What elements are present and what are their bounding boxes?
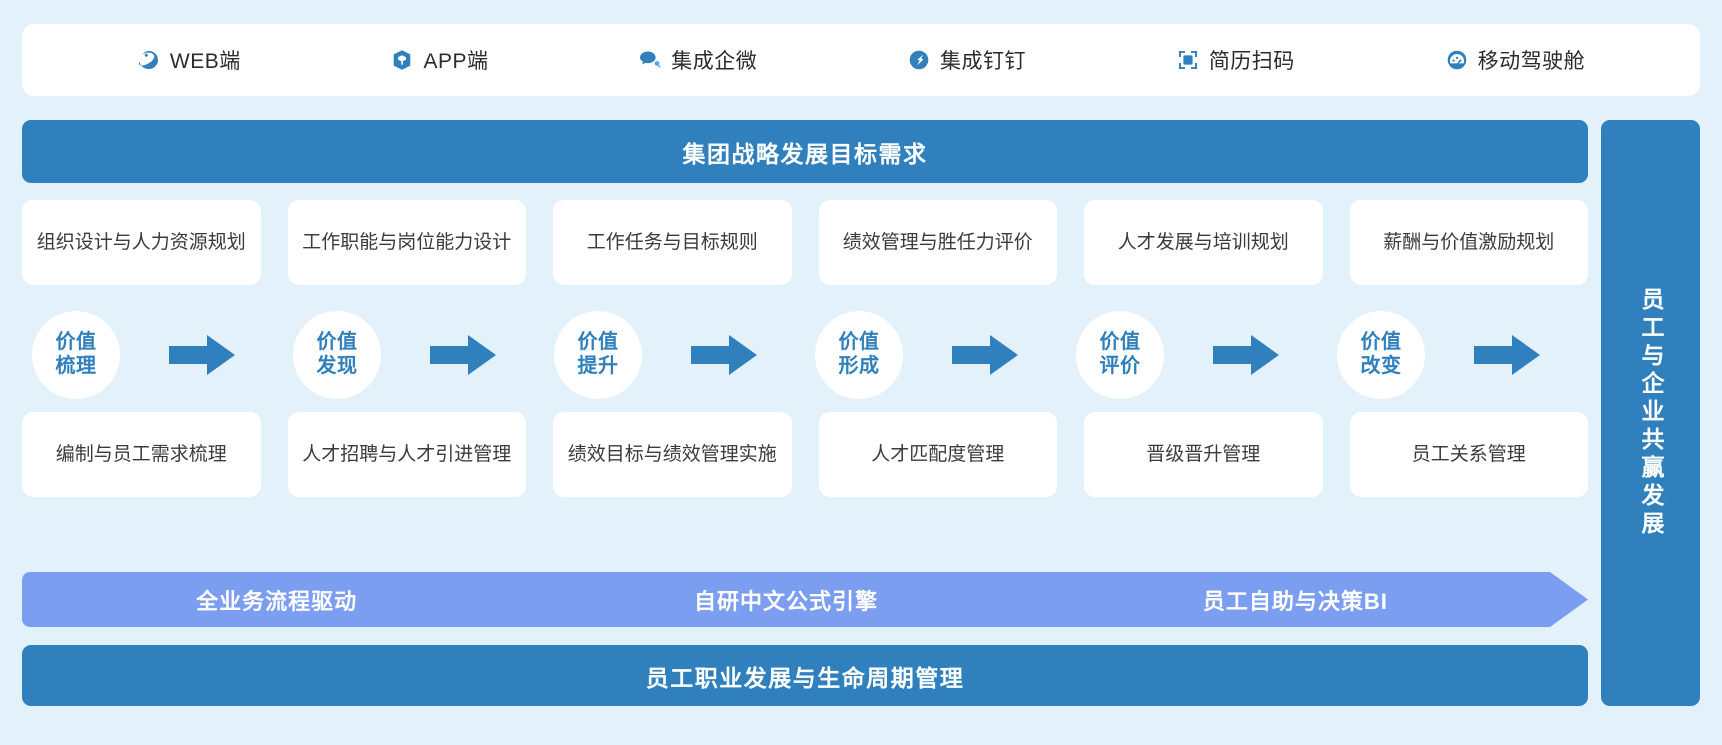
top-card[interactable]: 薪酬与价值激励规划: [1349, 200, 1588, 285]
channel-item-wecom[interactable]: 集成企微: [638, 45, 757, 75]
bottom-card[interactable]: 人才匹配度管理: [818, 412, 1057, 497]
bottom-card[interactable]: 绩效目标与绩效管理实施: [553, 412, 792, 497]
bottom-card-label: 晋级晋升管理: [1146, 443, 1261, 465]
top-card-label: 人才发展与培训规划: [1117, 231, 1289, 253]
channel-label: WEB端: [169, 50, 241, 73]
dashboard-gauge-icon: [1445, 48, 1469, 72]
channel-item-web[interactable]: WEB端: [137, 45, 241, 75]
flow-arrow: [1164, 333, 1327, 377]
strategy-header-bar: 集团战略发展目标需求: [22, 120, 1588, 183]
value-stage-circle[interactable]: 价值 梳理: [32, 311, 120, 399]
value-stage-circle[interactable]: 价值 提升: [554, 311, 642, 399]
bottom-card-label: 人才招聘与人才引进管理: [302, 443, 512, 465]
bottom-card[interactable]: 晋级晋升管理: [1084, 412, 1323, 497]
bottom-card-row: 编制与员工需求梳理 人才招聘与人才引进管理 绩效目标与绩效管理实施 人才匹配度管…: [22, 412, 1588, 497]
top-card-label: 绩效管理与胜任力评价: [842, 231, 1033, 253]
channel-item-app[interactable]: APP端: [390, 45, 488, 75]
capability-banner-shape: [22, 572, 1588, 627]
top-card-label: 工作职能与岗位能力设计: [302, 231, 512, 253]
value-stage-line1: 价值: [1360, 331, 1402, 354]
bottom-card[interactable]: 员工关系管理: [1349, 412, 1588, 497]
top-card[interactable]: 工作职能与岗位能力设计: [287, 200, 526, 285]
flow-cell: 价值 梳理: [22, 311, 283, 399]
value-stage-circle[interactable]: 价值 评价: [1076, 311, 1164, 399]
top-card[interactable]: 人才发展与培训规划: [1084, 200, 1323, 285]
wecom-chat-icon: [638, 48, 662, 72]
value-stage-circle[interactable]: 价值 发现: [293, 311, 381, 399]
arrow-right-icon: [951, 335, 1018, 375]
channel-item-qr-scan[interactable]: 简历扫码: [1176, 45, 1295, 75]
flow-cell: 价值 评价: [1066, 311, 1327, 399]
bottom-card-label: 绩效目标与绩效管理实施: [567, 443, 777, 465]
flow-arrow: [903, 333, 1066, 377]
bottom-card[interactable]: 编制与员工需求梳理: [22, 412, 261, 497]
arrow-right-icon: [1473, 335, 1540, 375]
top-card[interactable]: 组织设计与人力资源规划: [22, 200, 261, 285]
value-flow-row: 价值 梳理 价值 发现 价值 提升: [22, 305, 1588, 405]
channel-label: 移动驾驶舱: [1477, 50, 1586, 73]
channel-label: 简历扫码: [1208, 50, 1295, 73]
value-stage-circle[interactable]: 价值 形成: [815, 311, 903, 399]
value-stage-line2: 评价: [1099, 355, 1141, 377]
capability-segment: 员工自助与决策BI: [1202, 588, 1388, 614]
flow-arrow: [1425, 333, 1588, 377]
arrow-right-icon: [168, 335, 235, 375]
right-vertical-banner: 员工与企业共赢发展: [1601, 120, 1700, 706]
flow-cell: 价值 发现: [283, 311, 544, 399]
right-vertical-banner-title: 员工与企业共赢发展: [1638, 287, 1664, 539]
value-stage-circle[interactable]: 价值 改变: [1337, 311, 1425, 399]
value-stage-line2: 提升: [577, 355, 619, 377]
value-stage-line2: 改变: [1360, 355, 1402, 377]
arrow-right-icon: [429, 335, 496, 375]
flow-cell: 价值 改变: [1327, 311, 1588, 399]
flow-cell: 价值 提升: [544, 311, 805, 399]
strategy-header-title: 集团战略发展目标需求: [682, 140, 928, 167]
top-card-label: 组织设计与人力资源规划: [36, 231, 246, 253]
value-stage-line1: 价值: [577, 331, 619, 354]
value-stage-line2: 梳理: [55, 355, 97, 377]
channel-label: 集成企微: [671, 50, 758, 73]
channel-bar: WEB端 APP端 集成企微: [22, 24, 1700, 96]
capability-segment: 自研中文公式引擎: [693, 588, 878, 614]
bottom-card-label: 编制与员工需求梳理: [55, 443, 227, 465]
arrow-right-icon: [1212, 335, 1279, 375]
app-cube-icon: [390, 48, 414, 72]
flow-arrow: [381, 333, 544, 377]
top-card-label: 薪酬与价值激励规划: [1383, 231, 1555, 253]
ie-browser-icon: [137, 48, 161, 72]
top-card-label: 工作任务与目标规则: [586, 231, 758, 253]
value-stage-line1: 价值: [838, 331, 880, 354]
channel-label: 集成钉钉: [940, 50, 1027, 73]
capability-banner-labels: 全业务流程驱动 自研中文公式引擎 员工自助与决策BI: [22, 572, 1588, 627]
top-card[interactable]: 工作任务与目标规则: [553, 200, 792, 285]
flow-cell: 价值 形成: [805, 311, 1066, 399]
lifecycle-bottom-bar-title: 员工职业发展与生命周期管理: [645, 664, 965, 691]
capability-segment: 全业务流程驱动: [196, 588, 358, 614]
dingtalk-icon: [907, 48, 931, 72]
channel-item-mobile-dashboard[interactable]: 移动驾驶舱: [1445, 45, 1586, 75]
value-stage-line2: 发现: [316, 355, 358, 377]
arrow-right-icon: [690, 335, 757, 375]
channel-label: APP端: [423, 50, 489, 73]
capability-banner: 全业务流程驱动 自研中文公式引擎 员工自助与决策BI: [22, 572, 1588, 627]
bottom-card[interactable]: 人才招聘与人才引进管理: [287, 412, 526, 497]
top-card[interactable]: 绩效管理与胜任力评价: [818, 200, 1057, 285]
bottom-card-label: 人才匹配度管理: [871, 443, 1005, 465]
value-stage-line1: 价值: [1099, 331, 1141, 354]
bottom-card-label: 员工关系管理: [1411, 443, 1526, 465]
value-stage-line1: 价值: [316, 331, 358, 354]
qr-scan-icon: [1176, 48, 1200, 72]
value-stage-line2: 形成: [838, 355, 880, 377]
flow-arrow: [120, 333, 283, 377]
lifecycle-bottom-bar: 员工职业发展与生命周期管理: [22, 645, 1588, 706]
flow-arrow: [642, 333, 805, 377]
channel-item-dingtalk[interactable]: 集成钉钉: [907, 45, 1026, 75]
top-card-row: 组织设计与人力资源规划 工作职能与岗位能力设计 工作任务与目标规则 绩效管理与胜…: [22, 200, 1588, 285]
value-stage-line1: 价值: [55, 331, 97, 354]
